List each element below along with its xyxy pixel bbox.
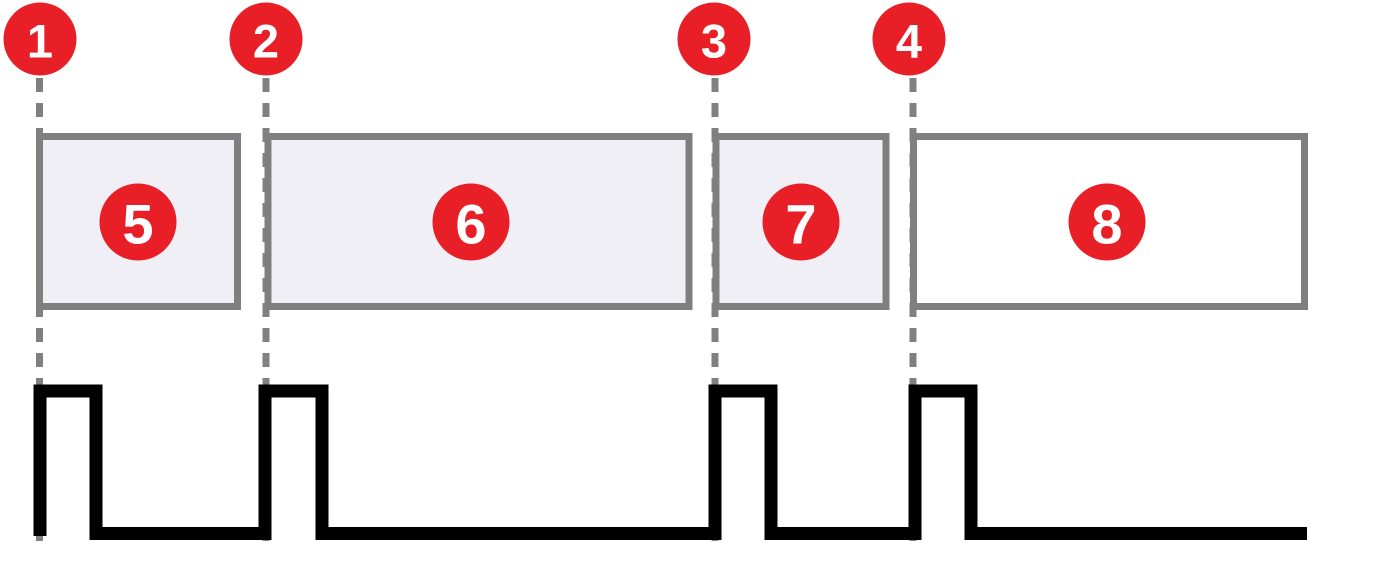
marker-4-badge bbox=[872, 2, 946, 76]
marker-1-badge bbox=[3, 2, 77, 76]
marker-3-label: 3 bbox=[701, 15, 727, 68]
segment-7-badge bbox=[762, 183, 840, 261]
marker-2-label: 2 bbox=[253, 15, 279, 68]
segment-box-8 bbox=[910, 133, 1308, 310]
marker-badges: 1 2 3 4 bbox=[3, 2, 946, 76]
segment-box-7 bbox=[712, 133, 890, 310]
segment-6-badge bbox=[432, 183, 510, 261]
segment-7-label: 7 bbox=[785, 193, 816, 256]
segment-6-label: 6 bbox=[455, 193, 486, 256]
marker-2-badge bbox=[229, 2, 303, 76]
marker-3-badge bbox=[677, 2, 751, 76]
pulse-waveform-signal bbox=[33, 384, 1307, 540]
segment-5-label: 5 bbox=[122, 193, 153, 256]
marker-1-label: 1 bbox=[27, 15, 53, 68]
segment-8-label: 8 bbox=[1091, 193, 1122, 256]
marker-4-label: 4 bbox=[896, 15, 922, 68]
segment-8-badge bbox=[1068, 183, 1146, 261]
segment-5-badge bbox=[99, 183, 177, 261]
segment-badges: 5 6 7 8 bbox=[99, 183, 1146, 261]
